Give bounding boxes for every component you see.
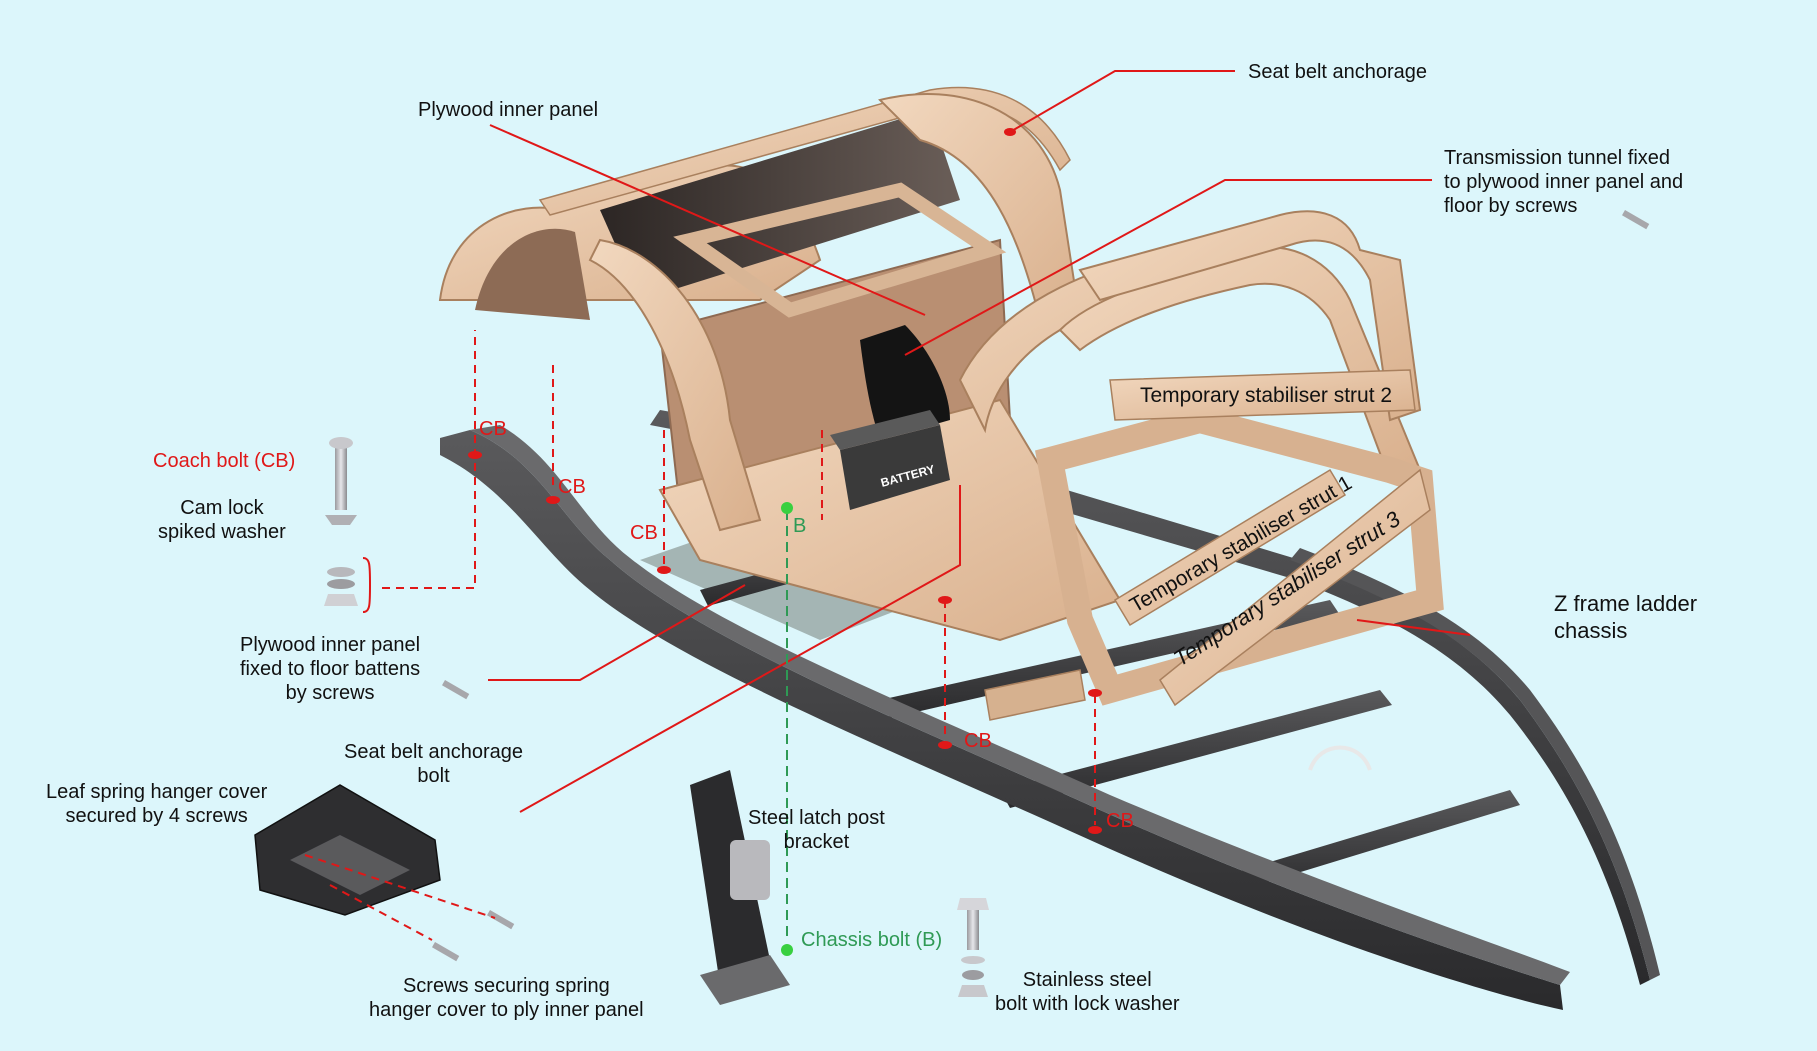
cam-lock-label: Cam lock spiked washer xyxy=(158,497,286,543)
leaf-spring-label: Leaf spring hanger cover secured by 4 sc… xyxy=(46,781,268,827)
plywood-inner-panel-label: Plywood inner panel xyxy=(418,99,599,121)
coach-bolt-label: Coach bolt (CB) xyxy=(153,450,296,472)
strut-1-label: Temporary stabiliser strut 1 xyxy=(1126,471,1356,617)
wood-frame xyxy=(438,86,1444,721)
b-label: B xyxy=(793,515,807,537)
chassis-bolt-label: Chassis bolt (B) xyxy=(801,929,943,951)
ply-fixed-label: Plywood inner panel fixed to floor batte… xyxy=(240,634,421,704)
stainless-label: Stainless steel bolt with lock washer xyxy=(995,969,1180,1015)
seat-belt-anchorage-label: Seat belt anchorage xyxy=(1248,61,1428,83)
cb-marker: CB xyxy=(630,522,658,544)
red-leaders xyxy=(488,70,1471,813)
steel-latch-label: Steel latch post bracket xyxy=(748,807,885,853)
cb-marker: CB xyxy=(1106,810,1134,832)
screws-securing-label: Screws securing spring hanger cover to p… xyxy=(369,975,644,1021)
cb-marker: CB xyxy=(479,418,507,440)
seat-belt-bolt-label: Seat belt anchorage bolt xyxy=(344,741,524,787)
cb-marker: CB xyxy=(558,476,586,498)
cb-marker: CB xyxy=(964,730,992,752)
strut-2-label: Temporary stabiliser strut 2 xyxy=(1140,384,1392,407)
red-dashed-leaders xyxy=(304,330,1096,941)
cb-dots xyxy=(468,128,1102,834)
loose-parts xyxy=(254,210,1650,1005)
transmission-tunnel-label: Transmission tunnel fixed to plywood inn… xyxy=(1444,147,1684,217)
z-frame-label: Z frame ladder chassis xyxy=(1554,591,1698,643)
